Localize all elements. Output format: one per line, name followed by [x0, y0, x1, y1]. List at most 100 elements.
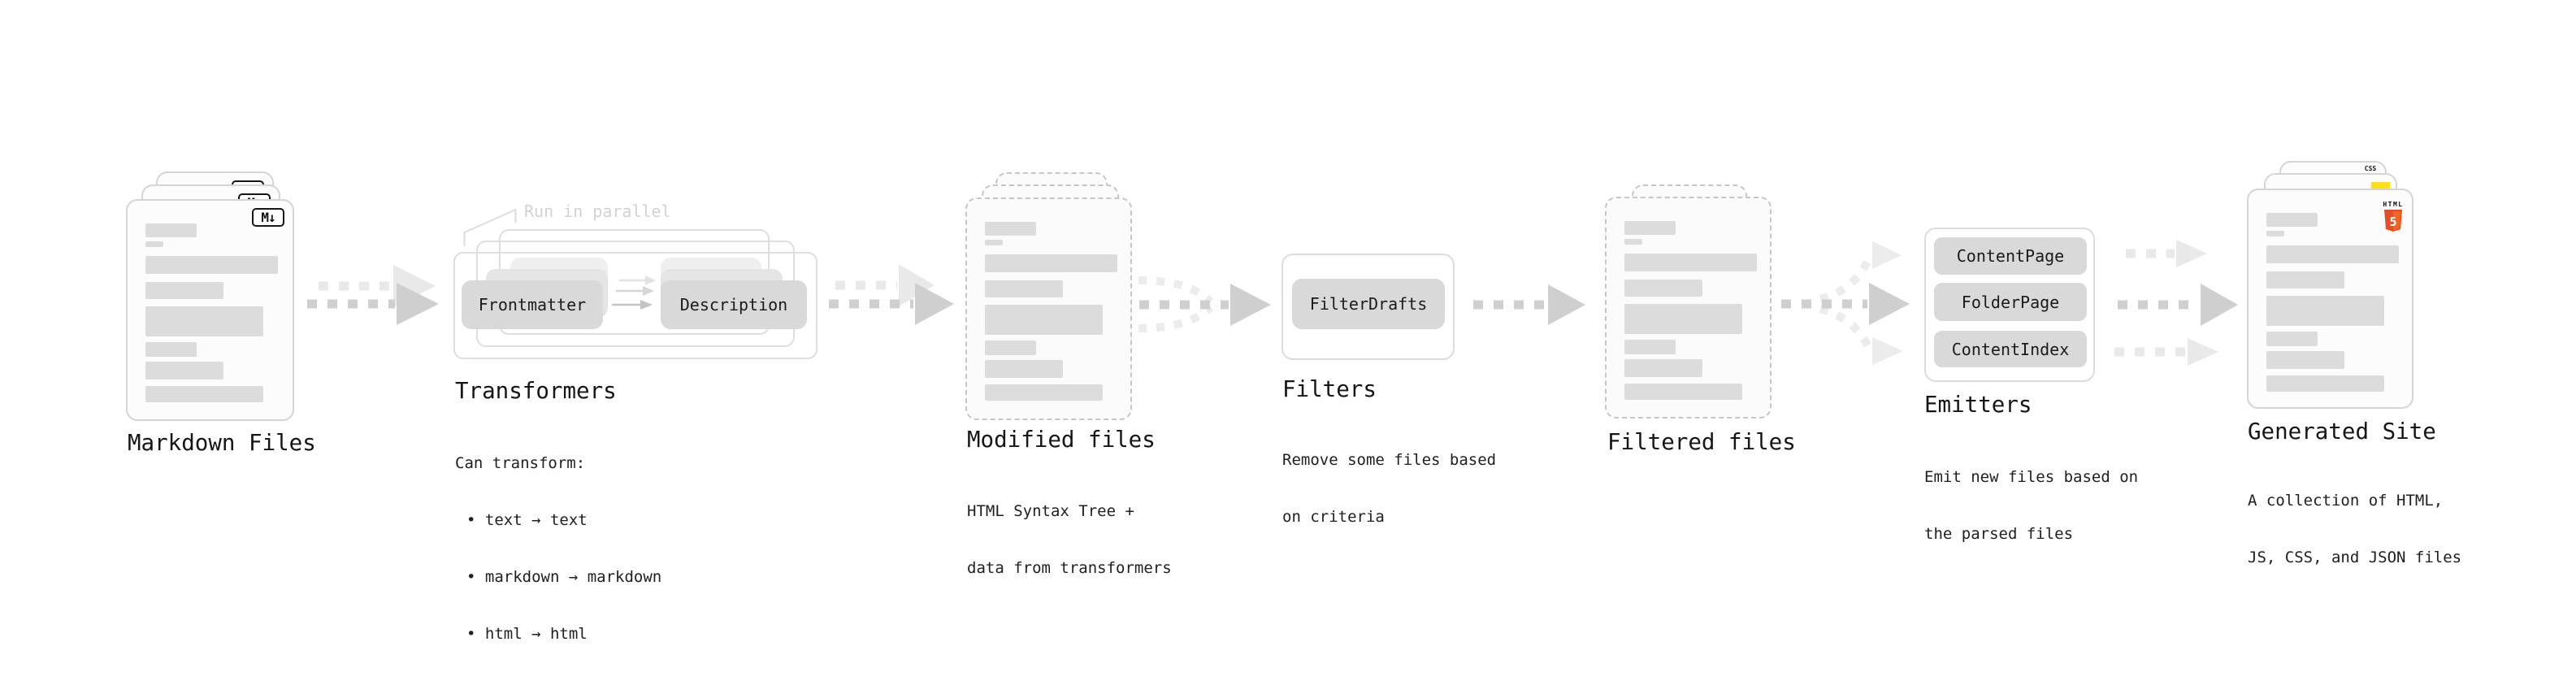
skeleton-bar — [1624, 340, 1676, 354]
filtered-file-card-front — [1605, 197, 1772, 419]
arrow-head — [1872, 337, 1903, 365]
skeleton-bar — [985, 360, 1063, 378]
skeleton-bar — [1624, 239, 1642, 245]
desc-line: HTML Syntax Tree + — [967, 502, 1134, 520]
skeleton-bar — [2266, 213, 2318, 227]
fan-curve-bottom — [1819, 305, 1873, 351]
arrow-markdown-to-transformers — [307, 265, 439, 325]
skeleton-text-bars — [1624, 221, 1757, 400]
fan-curve-top — [1819, 256, 1873, 303]
pill-contentpage: ContentPage — [1934, 237, 2087, 275]
station-title-filtered: Filtered files — [1607, 429, 1796, 455]
skeleton-bar — [2266, 375, 2384, 392]
arrow-head — [1869, 283, 1910, 325]
pill-folderpage: FolderPage — [1934, 283, 2087, 321]
skeleton-bar — [985, 254, 1117, 272]
arrow-head — [2188, 338, 2218, 366]
skeleton-bar — [145, 241, 163, 247]
skeleton-bar — [985, 222, 1036, 236]
skeleton-bar — [145, 386, 263, 402]
skeleton-text-bars — [145, 223, 278, 402]
js-badge-icon — [2371, 182, 2390, 191]
desc-line: data from transformers — [967, 559, 1172, 577]
arrow-head — [2201, 284, 2238, 326]
skeleton-bar — [2266, 351, 2344, 369]
desc-line: • text → text — [466, 511, 588, 529]
station-desc-emitters: Emit new files based on the parsed files — [1924, 431, 2138, 580]
skeleton-bar — [2266, 231, 2284, 236]
desc-line: • html → html — [466, 625, 588, 643]
arrow-modified-to-filters-merge — [1138, 276, 1271, 332]
arrow-head — [1872, 241, 1902, 269]
arrow-filtered-to-emitters-fanout — [1781, 241, 1910, 365]
skeleton-bar — [1624, 221, 1676, 235]
annotation-run-in-parallel: Run in parallel — [524, 202, 671, 221]
arrow-emitters-to-generated — [2114, 240, 2238, 366]
svg-text:5: 5 — [2389, 215, 2396, 229]
station-title-emitters: Emitters — [1924, 392, 2032, 418]
skeleton-bar — [145, 223, 197, 237]
station-title-transformers: Transformers — [455, 378, 617, 404]
arrow-head — [1548, 284, 1585, 325]
arrow-head — [2176, 240, 2207, 267]
desc-line: on criteria — [1282, 508, 1385, 526]
skeleton-bar — [985, 305, 1103, 335]
arrow-transformers-to-modified — [829, 264, 954, 325]
skeleton-bar — [145, 282, 223, 299]
desc-line: JS, CSS, and JSON files — [2248, 549, 2462, 566]
station-desc-modified: HTML Syntax Tree + data from transformer… — [967, 465, 1172, 614]
skeleton-bar — [145, 362, 223, 380]
desc-line: A collection of HTML, — [2248, 492, 2444, 510]
skeleton-bar — [2266, 271, 2344, 288]
skeleton-bar — [1624, 304, 1742, 334]
skeleton-bar — [145, 342, 197, 357]
pill-frontmatter: Frontmatter — [462, 280, 603, 329]
station-desc-generated: A collection of HTML, JS, CSS, and JSON … — [2248, 454, 2461, 604]
skeleton-text-bars — [985, 222, 1117, 401]
skeleton-text-bars — [2266, 213, 2399, 392]
arrow-head — [915, 283, 954, 325]
skeleton-bar — [2266, 332, 2318, 346]
station-title-filters: Filters — [1282, 376, 1377, 402]
skeleton-bar — [145, 256, 278, 274]
station-desc-transformers: Can transform: • text → text • markdown … — [455, 417, 661, 680]
desc-line: Emit new files based on — [1924, 468, 2139, 486]
desc-line: Can transform: — [455, 454, 586, 472]
arrow-head — [393, 265, 436, 307]
station-desc-filters: Remove some files based on criteria — [1282, 414, 1496, 563]
station-title-modified: Modified files — [967, 427, 1156, 453]
pill-contentindex: ContentIndex — [1934, 331, 2087, 367]
html5-label: HTML — [2383, 201, 2404, 208]
skeleton-bar — [1624, 359, 1702, 377]
skeleton-bar — [985, 384, 1103, 401]
skeleton-bar — [145, 306, 263, 336]
html5-shield: 5 — [2384, 210, 2402, 232]
station-title-generated: Generated Site — [2248, 419, 2436, 445]
skeleton-bar — [985, 340, 1036, 355]
skeleton-bar — [1624, 254, 1757, 271]
skeleton-bar — [1624, 384, 1742, 400]
transformer-box-front — [453, 252, 817, 359]
desc-line: Remove some files based — [1282, 451, 1497, 469]
desc-line: the parsed files — [1924, 525, 2074, 543]
arrow-filters-to-filtered — [1473, 284, 1585, 325]
merge-curve-top — [1138, 276, 1214, 305]
pill-description: Description — [661, 280, 807, 329]
skeleton-bar — [1624, 280, 1702, 297]
markdown-badge-icon: M↓ — [252, 208, 284, 227]
arrow-head — [397, 283, 439, 325]
html5-logo-icon: HTML 5 — [2383, 194, 2404, 235]
pill-filterdrafts: FilterDrafts — [1292, 279, 1445, 329]
skeleton-bar — [985, 280, 1063, 297]
generated-file-card-html: HTML 5 — [2247, 189, 2413, 409]
modified-file-card-front — [965, 197, 1132, 420]
station-title-markdown: Markdown Files — [128, 430, 316, 456]
arrow-head — [899, 264, 935, 306]
skeleton-bar — [2266, 296, 2384, 326]
desc-line: • markdown → markdown — [466, 568, 662, 586]
merge-curve-bottom — [1138, 304, 1214, 332]
skeleton-bar — [985, 240, 1003, 245]
skeleton-bar — [2266, 245, 2399, 263]
arrow-head — [1230, 284, 1271, 326]
